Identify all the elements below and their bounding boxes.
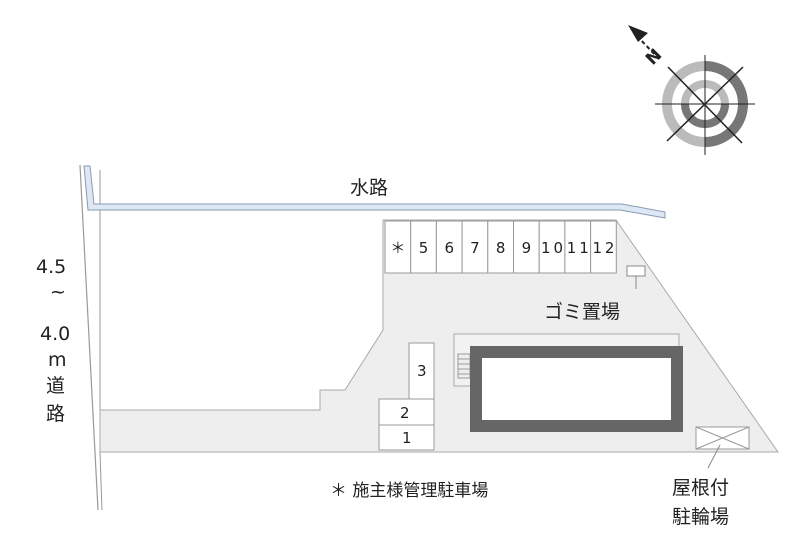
road-edge-left (79, 164, 99, 511)
garbage-area (626, 265, 646, 277)
parking-space (384, 220, 412, 274)
waterway (83, 165, 666, 219)
road-width-label: m (48, 349, 67, 371)
parking-space (538, 220, 566, 274)
road-width-label: 4.5 (36, 256, 66, 278)
parking-number: 3 (417, 362, 427, 380)
parking-number: ＊ (390, 239, 405, 257)
parking-number: 8 (496, 239, 506, 257)
parking-number: 7 (470, 239, 480, 257)
building (482, 358, 671, 420)
road-label: 路 (46, 403, 65, 425)
parking-number: 1 (402, 429, 412, 447)
bike-parking-area (695, 426, 750, 469)
bike-parking-label: 駐輪場 (672, 506, 729, 528)
parking-space (564, 220, 592, 274)
compass-north-label: N (642, 45, 666, 69)
stairs (457, 353, 471, 379)
road-width-label: ~ (50, 281, 66, 303)
parking-space-3 (408, 342, 435, 400)
parking-number: 6 (444, 239, 454, 257)
owner-parking-note: ＊ 施主様管理駐車場 (330, 481, 488, 501)
parking-space (590, 220, 617, 274)
garbage-label: ゴミ置場 (544, 301, 620, 323)
parking-space-2 (378, 398, 435, 426)
road-edge-right (99, 170, 103, 511)
bike-parking-label: 屋根付 (672, 477, 729, 499)
parking-number: 9 (522, 239, 532, 257)
parking-space (435, 220, 463, 274)
parking-number: 5 (419, 239, 429, 257)
road-label: 道 (46, 375, 65, 397)
compass-icon: N (628, 25, 755, 155)
parking-space-1 (378, 424, 435, 451)
road-width-label: 4.0 (40, 323, 70, 345)
parking-number: 2 (400, 404, 410, 422)
waterway-label: 水路 (350, 177, 388, 199)
parking-space (410, 220, 437, 274)
